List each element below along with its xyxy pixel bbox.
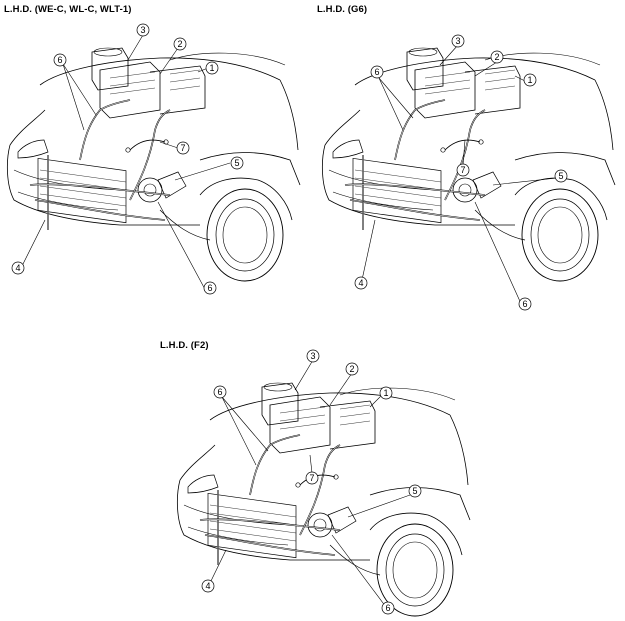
diagram-lhd-wec: 3 2 1 6 7 5 4 6: [6, 23, 301, 295]
svg-text:3: 3: [140, 25, 145, 35]
callout-4: 4: [354, 276, 368, 290]
callout-2: 2: [345, 362, 359, 376]
diagram-lhd-g6: 3 2 1 6 7 5 4 6: [321, 34, 616, 311]
callout-1: 1: [379, 386, 393, 400]
callout-5: 5: [554, 169, 568, 183]
callout-1: 1: [523, 73, 537, 87]
callout-6-top: 6: [213, 385, 227, 399]
callout-2: 2: [490, 50, 504, 64]
svg-text:4: 4: [15, 263, 20, 273]
svg-text:5: 5: [412, 486, 417, 496]
svg-text:5: 5: [234, 158, 239, 168]
svg-text:6: 6: [57, 55, 62, 65]
callout-3: 3: [306, 349, 320, 363]
car-front-illustration: [176, 382, 471, 617]
callout-7: 7: [176, 141, 190, 155]
svg-text:1: 1: [527, 75, 532, 85]
svg-text:3: 3: [455, 36, 460, 46]
svg-text:7: 7: [309, 473, 314, 483]
callout-7: 7: [305, 471, 319, 485]
svg-text:5: 5: [558, 171, 563, 181]
svg-text:2: 2: [494, 52, 499, 62]
svg-text:4: 4: [358, 278, 363, 288]
svg-text:4: 4: [205, 581, 210, 591]
callout-1: 1: [205, 61, 219, 75]
svg-text:7: 7: [180, 143, 185, 153]
diagram-lhd-f2: 3 2 1 6 7 5 4 6: [176, 349, 471, 617]
svg-text:1: 1: [209, 63, 214, 73]
svg-text:2: 2: [349, 364, 354, 374]
callout-6-bottom: 6: [203, 281, 217, 295]
title-lhd-g6: L.H.D. (G6): [317, 4, 368, 15]
svg-text:6: 6: [374, 67, 379, 77]
svg-text:7: 7: [460, 165, 465, 175]
title-lhd-wec: L.H.D. (WE-C, WL-C, WLT-1): [4, 4, 132, 15]
car-front-illustration: [321, 47, 616, 282]
callout-5: 5: [230, 156, 244, 170]
callout-4: 4: [201, 579, 215, 593]
callout-6-bottom: 6: [518, 297, 532, 311]
svg-text:6: 6: [217, 387, 222, 397]
callout-7: 7: [456, 163, 470, 177]
svg-text:2: 2: [177, 39, 182, 49]
callout-3: 3: [451, 34, 465, 48]
callout-2: 2: [173, 37, 187, 51]
car-front-illustration: [6, 47, 301, 282]
svg-text:6: 6: [522, 299, 527, 309]
callout-4: 4: [11, 261, 25, 275]
svg-text:3: 3: [310, 351, 315, 361]
callout-6-bottom: 6: [381, 601, 395, 615]
callout-3: 3: [136, 23, 150, 37]
title-lhd-f2: L.H.D. (F2): [160, 340, 209, 351]
svg-text:1: 1: [383, 388, 388, 398]
callout-5: 5: [408, 484, 422, 498]
svg-text:6: 6: [385, 603, 390, 613]
callout-6-top: 6: [370, 65, 384, 79]
callout-6-top: 6: [53, 53, 67, 67]
svg-text:6: 6: [207, 283, 212, 293]
